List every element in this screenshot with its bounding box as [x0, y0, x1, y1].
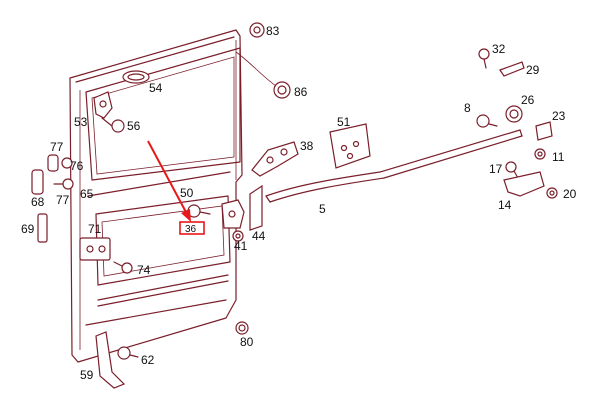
callout-label: 59	[80, 368, 94, 382]
part-69-rubber-strip	[37, 213, 48, 243]
part-41-washer	[232, 230, 244, 242]
part-50-screw	[187, 204, 211, 218]
callout-label: 80	[240, 335, 254, 349]
part-26-roller	[505, 105, 523, 123]
callout-label: 11	[552, 150, 565, 164]
callout-label: 50	[180, 186, 194, 200]
callout-label: 68	[31, 195, 45, 209]
part-14-bracket	[503, 171, 545, 197]
part-77-clip-lower	[53, 178, 74, 190]
part-56-screw	[101, 117, 125, 133]
part-74-screw	[113, 261, 133, 274]
part-5-rail	[265, 129, 523, 203]
highlight-marker[interactable]: 36	[147, 140, 205, 235]
part-44-plate	[249, 184, 263, 231]
callout-label: 69	[21, 222, 35, 236]
door-panel	[69, 29, 243, 363]
callout-label: 23	[552, 109, 566, 123]
part-lock-mechanism	[221, 199, 245, 229]
callout-label: 51	[337, 115, 351, 129]
highlight-box	[179, 221, 205, 235]
part-32-bolt	[478, 48, 490, 69]
highlighted-callout-label: 36	[185, 224, 197, 235]
highlight-arrow-line	[147, 140, 188, 215]
callout-label: 56	[127, 119, 141, 133]
callout-label: 74	[137, 263, 151, 277]
callout-label: 86	[294, 85, 308, 99]
callout-label: 71	[88, 222, 102, 236]
part-8-screw	[476, 114, 498, 128]
part-23-guide	[535, 121, 553, 141]
part-53-hinge	[93, 91, 113, 119]
part-29-cover	[499, 61, 525, 77]
callout-label: 53	[74, 115, 88, 129]
part-68-rubber-pad	[31, 169, 44, 195]
callout-label: 17	[489, 162, 503, 176]
part-17-bolt	[505, 161, 519, 179]
callout-label: 20	[563, 187, 577, 201]
part-20-washer	[546, 187, 558, 199]
callout-label: 62	[141, 353, 155, 367]
callout-labels: 83 54 86 53 56 77 77 76 65 68 69 71 74 5…	[21, 24, 577, 382]
callout-label: 65	[80, 187, 94, 201]
callout-label: 38	[300, 139, 314, 153]
highlight-arrowhead-icon	[181, 209, 191, 222]
callout-label: 76	[70, 159, 84, 173]
callout-label: 5	[319, 202, 326, 216]
callout-label: 83	[266, 24, 280, 38]
callout-label: 44	[252, 229, 266, 243]
callout-label: 77	[56, 193, 70, 207]
part-51-roller-bracket	[329, 123, 371, 169]
callout-label: 41	[234, 239, 248, 253]
callout-label: 29	[526, 63, 540, 77]
callout-label: 77	[50, 140, 64, 154]
part-38-hinge-arm	[251, 141, 299, 177]
part-62-screw	[117, 346, 139, 360]
part-11-nut	[534, 148, 546, 160]
part-86-grommet	[235, 51, 291, 99]
callout-label: 14	[498, 198, 512, 212]
callout-label: 8	[464, 101, 471, 115]
part-54-handle-cover	[122, 70, 150, 84]
part-59-lower-hinge	[95, 331, 126, 389]
callout-label: 32	[492, 42, 506, 56]
part-83-grommet	[249, 22, 265, 38]
part-76-stop	[47, 154, 59, 172]
part-77-clip-upper	[61, 157, 73, 169]
part-71-lock-bracket	[79, 237, 111, 261]
callout-label: 26	[521, 93, 535, 107]
callout-label: 54	[149, 81, 163, 95]
part-80-grommet	[235, 321, 249, 335]
